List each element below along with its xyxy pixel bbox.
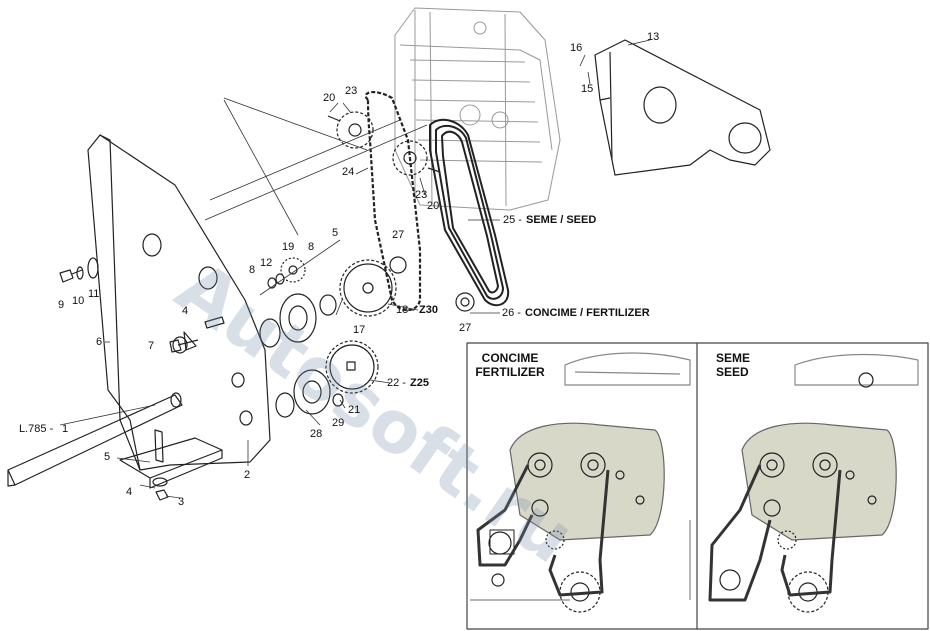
- bracket-13: [594, 39, 771, 176]
- chain-24: [364, 91, 422, 312]
- chains-25-26: [429, 118, 510, 307]
- callout-24: 24: [342, 166, 355, 178]
- leader-lines: [59, 39, 651, 499]
- bolt-9-washers: [59, 257, 99, 283]
- callout-20a: 20: [323, 92, 336, 104]
- callout-5a: 5: [332, 227, 339, 239]
- callout-23a: 23: [345, 85, 358, 97]
- callout-22-teeth: Z25: [410, 377, 429, 389]
- bearing-assemblies: [259, 293, 344, 418]
- callout-3: 3: [178, 496, 185, 508]
- callout-2: 2: [244, 469, 251, 481]
- drive-shaft-1: [7, 392, 183, 487]
- callout-10: 10: [72, 295, 85, 307]
- callout-17: 17: [353, 324, 366, 336]
- callout-26-text: CONCIME / FERTILIZER: [525, 307, 650, 319]
- bolt-7-washer-4: [169, 316, 225, 353]
- callout-25-text: SEME / SEED: [526, 214, 597, 226]
- callout-8a: 8: [249, 264, 256, 276]
- callout-5b: 5: [104, 451, 111, 463]
- callout-22: 22 -: [387, 377, 406, 389]
- callout-26: 26 -: [502, 307, 521, 319]
- callout-11: 11: [88, 288, 100, 300]
- callout-23b: 23: [415, 189, 428, 201]
- callout-16: 16: [570, 42, 583, 54]
- callout-21: 21: [348, 404, 361, 416]
- gearbox-housing: [394, 7, 561, 211]
- side-plate-6: [87, 134, 271, 471]
- callout-15: 15: [581, 83, 594, 95]
- callout-29: 29: [332, 417, 345, 429]
- callout-1-prefix: L.785 -: [19, 423, 54, 435]
- foot-bracket: [119, 429, 223, 501]
- callout-4a: 4: [182, 305, 189, 317]
- callout-9: 9: [58, 299, 65, 311]
- sprocket-22-z25: [325, 340, 379, 394]
- sprocket-18-z30: [339, 259, 397, 317]
- callout-19: 19: [282, 241, 295, 253]
- idlers-27: [389, 256, 475, 312]
- callout-13: 13: [647, 31, 660, 43]
- inset-title-seed: SEME SEED: [716, 351, 751, 379]
- callout-4b: 4: [126, 486, 133, 498]
- inset-fertilizer-setup: [470, 352, 691, 613]
- callout-18-teeth: Z30: [419, 304, 438, 316]
- callout-1: 1: [62, 423, 69, 435]
- sprocket-19: [267, 257, 306, 289]
- callout-8b: 8: [308, 241, 315, 253]
- callout-25: 25 -: [503, 214, 522, 226]
- callout-18: 18 -: [396, 304, 415, 316]
- callout-27a: 27: [392, 229, 405, 241]
- callout-27b: 27: [459, 322, 472, 334]
- callout-6: 6: [96, 336, 103, 348]
- inset-title-fertilizer: CONCIME FERTILIZER: [475, 351, 545, 379]
- callout-28: 28: [310, 428, 323, 440]
- callout-7: 7: [148, 340, 155, 352]
- callout-20b: 20: [427, 200, 440, 212]
- inset-seed-setup: [708, 353, 919, 613]
- callout-12: 12: [260, 257, 273, 269]
